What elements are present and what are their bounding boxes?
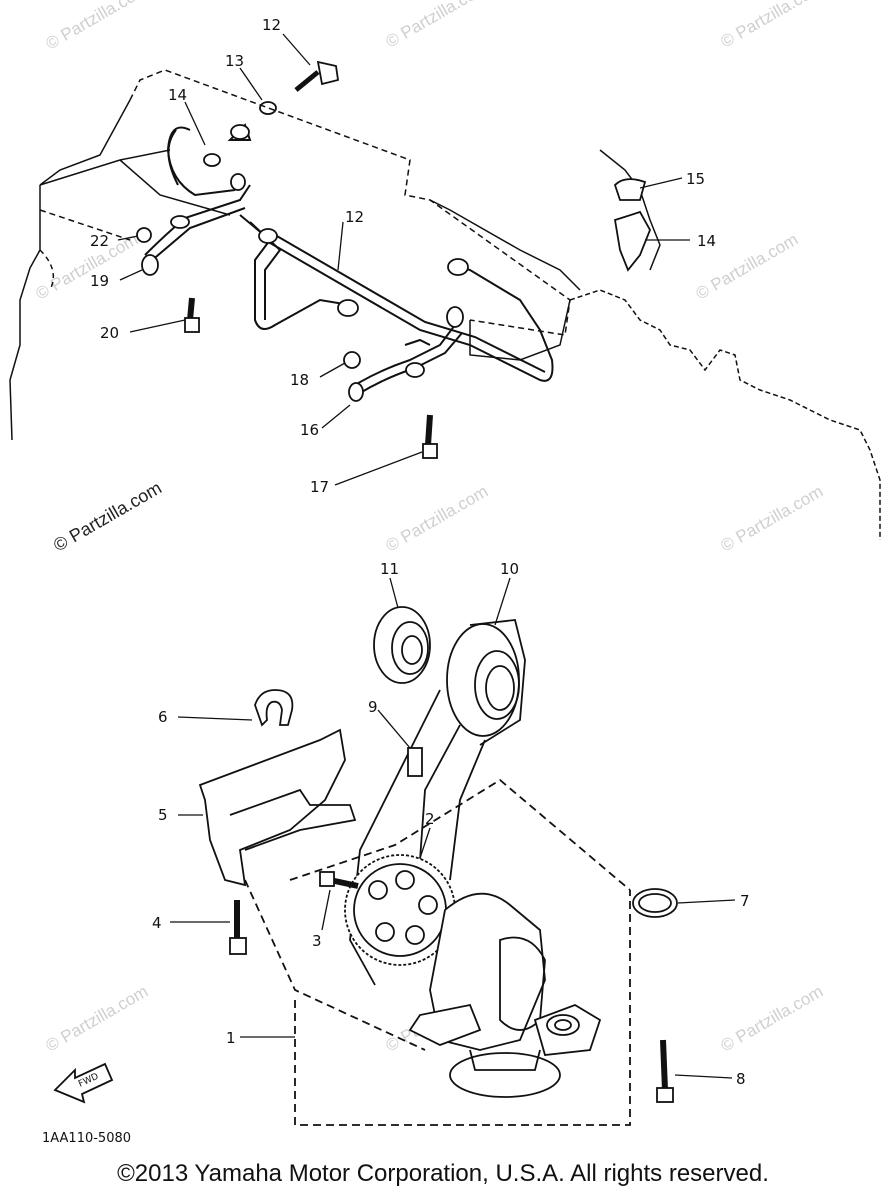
- callout-7: 7: [740, 892, 750, 910]
- callout-2: 2: [425, 810, 435, 828]
- pipe-fittings: [141, 124, 469, 402]
- callout-11: 11: [380, 560, 399, 578]
- watermark: © Partzilla.com: [383, 482, 492, 556]
- watermark: © Partzilla.com: [718, 482, 827, 556]
- watermark: © Partzilla.com: [383, 0, 492, 51]
- leader-lines: [117, 33, 736, 1079]
- engine-block-outline: [9, 69, 881, 540]
- callout-21: 20: [100, 324, 119, 342]
- copyright-notice: ©2013 Yamaha Motor Corporation, U.S.A. A…: [117, 1160, 769, 1187]
- callout-labels: 12 13 14 15 14 22 19 20 12 18 16 17 11 1…: [90, 16, 750, 1088]
- callout-4: 4: [152, 914, 162, 932]
- callout-3: 3: [312, 932, 322, 950]
- watermark: © Partzilla.com: [43, 0, 152, 53]
- watermark: © Partzilla.com: [718, 0, 827, 51]
- callout-9: 9: [368, 698, 378, 716]
- parts-diagram: © Partzilla.com © Partzilla.com © Partzi…: [9, 0, 881, 1146]
- callout-16: 15: [686, 170, 705, 188]
- callout-14b: 14: [168, 86, 187, 104]
- small-parts-upper: [136, 60, 651, 459]
- watermark: © Partzilla.com: [718, 982, 827, 1056]
- callout-19: 18: [290, 371, 309, 389]
- callout-17: 16: [300, 421, 319, 439]
- diagram-code: 1AA110-5080: [42, 1131, 131, 1146]
- oil-pipe-assembly: [144, 123, 554, 394]
- callout-1: 1: [226, 1029, 236, 1047]
- watermark: © Partzilla.com: [43, 982, 152, 1056]
- callout-8: 8: [736, 1070, 746, 1088]
- oil-pump-assembly: [198, 606, 678, 1126]
- callout-10: 10: [500, 560, 519, 578]
- watermark: © Partzilla.com: [50, 477, 165, 555]
- callout-20: 19: [90, 272, 109, 290]
- callout-12: 12: [345, 208, 364, 226]
- watermark: © Partzilla.com: [33, 230, 142, 304]
- callout-5: 5: [158, 806, 168, 824]
- callout-18: 17: [310, 478, 329, 496]
- callout-6: 6: [158, 708, 168, 726]
- callout-13: 12: [262, 16, 281, 34]
- callout-14: 13: [225, 52, 244, 70]
- forward-arrow-icon: FWD: [53, 1062, 114, 1104]
- callout-15: 14: [697, 232, 716, 250]
- callout-22: 22: [90, 232, 109, 250]
